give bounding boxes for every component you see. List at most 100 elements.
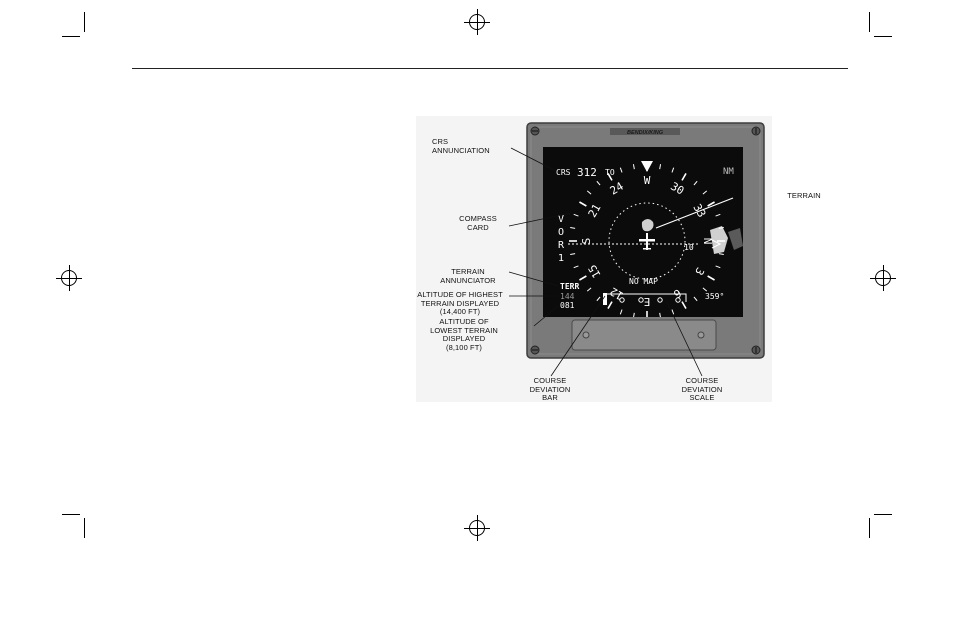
control-knob[interactable] <box>697 331 705 339</box>
crs-label: CRS <box>556 168 571 177</box>
compass-tick <box>596 296 601 302</box>
compass-tick <box>681 173 687 181</box>
crop-mark <box>84 12 85 32</box>
bezel-screw <box>751 345 761 355</box>
compass-label: W <box>644 174 651 187</box>
compass-tick <box>579 275 587 281</box>
crop-mark <box>84 518 85 538</box>
callout-altitude-lowest: ALTITUDE OF LOWEST TERRAIN DISPLAYED (8,… <box>430 317 498 352</box>
compass-labels: 24W3033N36E1215S21 <box>580 174 714 308</box>
brand-plate <box>610 128 680 135</box>
registration-mark <box>870 265 896 291</box>
compass-tick <box>671 309 675 315</box>
deviation-dot <box>657 297 663 303</box>
compass-tick <box>579 201 587 207</box>
terrain-annunciator: TERR <box>560 282 579 291</box>
compass-tick <box>702 190 708 195</box>
compass-tick <box>718 226 724 229</box>
brand-label: BENDIX/KING <box>627 130 664 136</box>
callout-altitude-highest: ALTITUDE OF HIGHEST TERRAIN DISPLAYED (1… <box>417 290 503 316</box>
registration-mark <box>464 9 490 35</box>
nav-source-letter: R <box>558 240 565 251</box>
callout-compass-card: COMPASS CARD <box>459 214 497 232</box>
compass-tick <box>702 287 708 292</box>
bezel-screw <box>530 126 540 136</box>
nav-source-letter: V <box>558 214 564 225</box>
callout-crs-annunciation: CRS ANNUNCIATION <box>432 137 490 155</box>
compass-tick <box>596 180 601 186</box>
control-panel <box>571 319 717 351</box>
callout-course-deviation-bar: COURSE DEVIATION BAR <box>529 376 571 402</box>
compass-tick <box>573 213 579 217</box>
compass-label: S <box>580 238 593 245</box>
compass-label: E <box>644 295 651 308</box>
compass-tick <box>715 265 721 269</box>
compass-tick <box>715 213 721 217</box>
compass-tick <box>573 265 579 269</box>
crop-mark <box>874 36 892 37</box>
control-knob[interactable] <box>582 331 590 339</box>
compass-tick <box>659 164 662 170</box>
header-rule <box>132 68 848 69</box>
compass-label: 15 <box>586 262 604 280</box>
registration-mark <box>56 265 82 291</box>
to-from-indicator: TO <box>605 168 615 177</box>
compass-tick <box>671 167 675 173</box>
compass-tick <box>586 190 592 195</box>
heading-readout: 359° <box>705 292 724 301</box>
course-arrow-head <box>711 239 722 249</box>
bezel-screw <box>751 126 761 136</box>
range-ring-value: 10 <box>684 243 694 252</box>
compass-tick <box>659 312 661 317</box>
crop-mark <box>62 36 80 37</box>
compass-tick <box>570 253 576 256</box>
crs-value: 312 <box>577 166 597 179</box>
compass-tick <box>707 275 715 281</box>
no-map-message: NO MAP <box>629 277 658 286</box>
nav-source-indicator: VOR 1 <box>558 214 565 264</box>
crop-mark <box>869 518 870 538</box>
compass-label: N <box>701 238 714 245</box>
callout-leaders <box>508 147 703 377</box>
deviation-dot <box>675 297 681 303</box>
compass-label: 24 <box>608 179 626 197</box>
terrain-patch <box>728 228 743 250</box>
compass-tick <box>707 201 715 207</box>
compass-tick <box>619 167 623 173</box>
aircraft-symbol <box>639 233 655 250</box>
bezel-inner-edge <box>530 126 761 355</box>
range-unit: NM <box>723 167 734 177</box>
crop-mark <box>874 514 892 515</box>
compass-tick <box>681 301 687 309</box>
range-ring <box>608 202 686 280</box>
course-pointer-line <box>655 197 734 229</box>
crop-mark <box>62 514 80 515</box>
callout-terrain: TERRAIN <box>787 191 821 200</box>
bezel-screw <box>530 345 540 355</box>
compass-tick <box>586 287 592 292</box>
registration-mark <box>464 515 490 541</box>
course-deviation-bar <box>603 293 607 305</box>
terrain-low-altitude: 081 <box>560 301 575 310</box>
compass-label: 21 <box>586 202 604 220</box>
compass-tick <box>718 253 724 256</box>
deviation-dot <box>619 297 625 303</box>
compass-tick <box>619 309 623 315</box>
callout-terrain-annunciator: TERRAIN ANNUNCIATOR <box>440 267 496 285</box>
compass-tick <box>632 164 635 170</box>
course-deviation-scale <box>619 297 681 303</box>
crop-mark <box>869 12 870 32</box>
compass-tick <box>693 180 698 186</box>
compass-tick <box>607 301 613 309</box>
lubber-triangle <box>641 161 653 172</box>
compass-label: 30 <box>668 180 686 198</box>
compass-tick <box>607 173 613 181</box>
nav-source-letter: 1 <box>558 253 564 264</box>
waypoint-symbol <box>641 219 654 232</box>
nav-source-letter: O <box>558 227 564 238</box>
compass-tick <box>693 296 698 302</box>
display-screen <box>543 147 743 317</box>
compass-tick <box>570 226 576 229</box>
deviation-dot <box>638 297 644 303</box>
